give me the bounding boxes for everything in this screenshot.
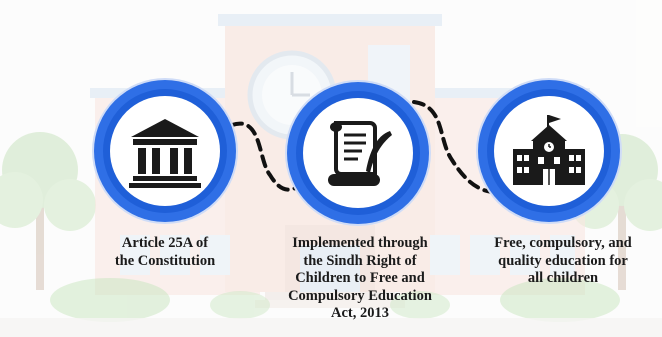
step-2-circle — [287, 82, 429, 224]
step-2-line: Implemented through — [292, 235, 428, 251]
step-2-line: Compulsory Education — [288, 287, 432, 304]
bushes — [50, 278, 620, 322]
step-3-line: quality education for — [498, 252, 628, 269]
school-building-icon — [513, 115, 585, 185]
step-3-line: Free, compulsory, and — [494, 235, 632, 251]
step-1-line: the Constitution — [114, 252, 216, 269]
step-2-line: Act, 2013 — [331, 305, 389, 321]
scroll-quill-icon — [328, 121, 392, 186]
connector-1-2 — [230, 121, 302, 192]
step-1-label: Article 25A of the Constitution — [85, 235, 245, 270]
step-3-label: Free, compulsory, and quality education … — [478, 235, 648, 288]
step-2-line: the Sindh Right of — [303, 252, 417, 269]
tree-left — [0, 132, 96, 290]
step-1-circle — [94, 80, 236, 222]
step-3-line: all children — [527, 270, 599, 286]
step-2-line: Children to Free and — [295, 270, 425, 286]
step-3-circle — [478, 80, 620, 222]
connector-2-3 — [412, 100, 494, 194]
courthouse-icon — [129, 119, 201, 188]
step-2-label: Implemented through the Sindh Right of C… — [270, 235, 450, 323]
step-1-line: Article 25A of — [121, 235, 209, 251]
